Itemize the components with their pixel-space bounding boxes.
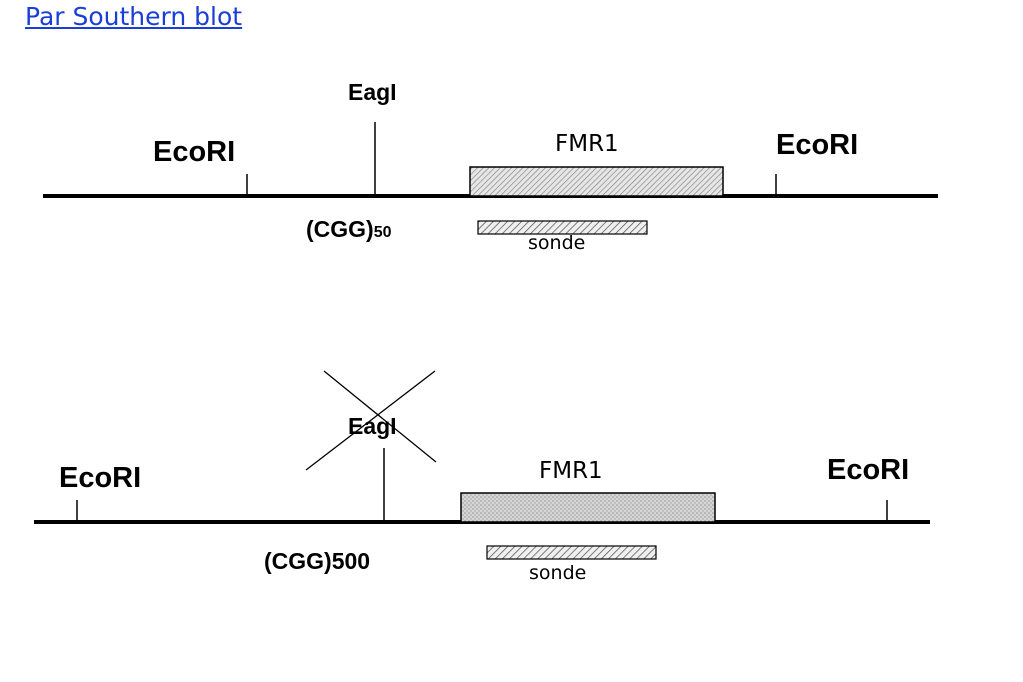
normal-eagi-label: EagI — [348, 79, 397, 105]
eagi-blocked-cross-icon — [305, 370, 437, 471]
normal-ecori-left-label: EcoRI — [153, 136, 235, 168]
mutant-ecori-left-label: EcoRI — [59, 462, 141, 494]
mutant-repeat-label: (CGG)500 — [264, 548, 370, 574]
mutant-eagi-label: EagI — [348, 413, 397, 439]
normal-fmr1-label: FMR1 — [555, 131, 619, 157]
normal-fmr1-gene-box — [469, 166, 724, 197]
normal-allele-map: EcoRI EagI EcoRI FMR1 (CGG)50 sonde — [43, 79, 938, 254]
mutant-probe-bar — [486, 545, 657, 560]
normal-repeat-label: (CGG)50 — [306, 216, 392, 242]
mutant-probe-label: sonde — [529, 562, 586, 584]
normal-ecori-right-label: EcoRI — [776, 129, 858, 161]
mutant-ecori-right-label: EcoRI — [827, 454, 909, 486]
normal-probe-bar — [477, 220, 648, 235]
mutant-fmr1-label: FMR1 — [539, 458, 603, 484]
page-title-link[interactable]: Par Southern blot — [25, 2, 243, 31]
normal-probe-label: sonde — [528, 232, 585, 254]
mutant-fmr1-gene-box — [460, 492, 716, 523]
mutant-allele-map: EcoRI EagI EcoRI FMR1 (CGG)500 sonde — [34, 370, 930, 584]
